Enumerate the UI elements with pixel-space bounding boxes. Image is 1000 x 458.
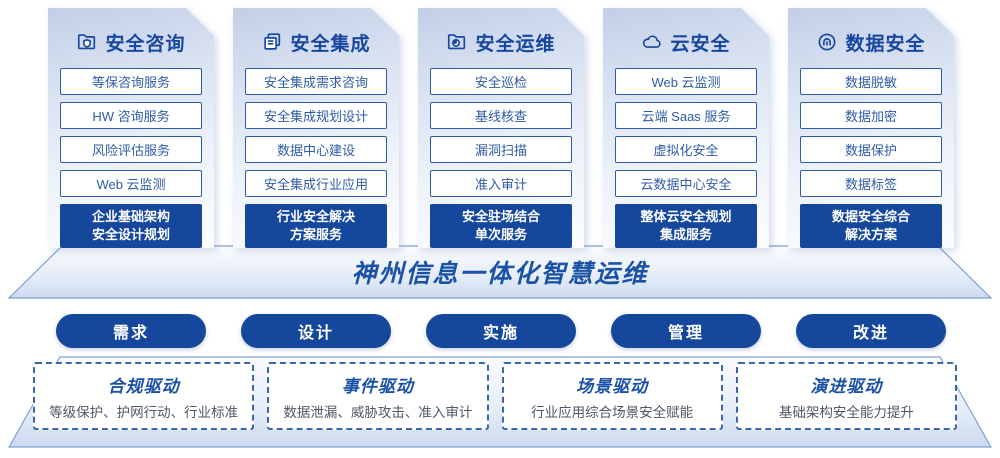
highlight-box: 数据安全综合 解决方案	[800, 204, 942, 248]
highlight-line: 集成服务	[659, 227, 712, 242]
card-security-operations: 安全运维 安全巡检 基线核查 漏洞扫描 准入审计 安全驻场结合 单次服务	[418, 8, 584, 248]
highlight-line: 解决方案	[844, 227, 897, 242]
service-item: 数据加密	[800, 102, 942, 129]
service-item: 云数据中心安全	[615, 170, 757, 197]
driver-incident: 事件驱动 数据泄漏、威胁攻击、准入审计	[267, 362, 489, 430]
service-item: 风险评估服务	[60, 136, 202, 163]
card-title: 安全运维	[475, 33, 556, 55]
card-title: 安全咨询	[105, 33, 186, 55]
service-item: 安全巡检	[430, 68, 572, 95]
service-item: 安全集成需求咨询	[245, 68, 387, 95]
card-title: 云安全	[670, 33, 731, 55]
highlight-line: 行业安全解决	[276, 209, 355, 225]
highlight-box: 行业安全解决 方案服务	[245, 204, 387, 248]
process-pill-design: 设计	[241, 314, 391, 348]
card-header: 数据安全	[788, 27, 954, 57]
folder-monitor-icon	[446, 31, 468, 53]
service-item: 数据标签	[800, 170, 942, 197]
card-header: 安全咨询	[48, 27, 214, 57]
service-item: 数据中心建设	[245, 136, 387, 163]
card-header: 安全集成	[233, 27, 399, 57]
service-item: 准入审计	[430, 170, 572, 197]
service-item: 数据脱敏	[800, 68, 942, 95]
highlight-line: 企业基础架构	[91, 209, 170, 225]
process-pill-requirement: 需求	[56, 314, 206, 348]
service-item: 安全集成规划设计	[245, 102, 387, 129]
cloud-icon	[641, 31, 663, 53]
driver-scenario: 场景驱动 行业应用综合场景安全赋能	[501, 362, 723, 430]
card-header: 安全运维	[418, 27, 584, 57]
driver-evolution: 演进驱动 基础架构安全能力提升	[735, 362, 957, 430]
process-pill-implement: 实施	[426, 314, 576, 348]
service-item: Web 云监测	[615, 68, 757, 95]
highlight-line: 方案服务	[289, 227, 342, 242]
driver-desc: 基础架构安全能力提升	[778, 404, 914, 420]
highlight-line: 单次服务	[474, 227, 527, 242]
card-header: 云安全	[603, 27, 769, 57]
process-pill-improve: 改进	[796, 314, 946, 348]
service-item: 基线核查	[430, 102, 572, 129]
service-item: HW 咨询服务	[60, 102, 202, 129]
driver-compliance: 合规驱动 等级保护、护网行动、行业标准	[33, 362, 255, 430]
card-title: 安全集成	[290, 33, 371, 55]
driver-row: 合规驱动 等级保护、护网行动、行业标准 事件驱动 数据泄漏、威胁攻击、准入审计 …	[33, 362, 957, 430]
service-item: Web 云监测	[60, 170, 202, 197]
driver-desc: 行业应用综合场景安全赋能	[531, 404, 694, 420]
card-title: 数据安全	[845, 33, 926, 55]
platform-banner: 神州信息一体化智慧运维	[0, 247, 1000, 297]
fingerprint-icon	[816, 31, 838, 53]
highlight-line: 整体云安全规划	[640, 209, 732, 225]
card-data-security: 数据安全 数据脱敏 数据加密 数据保护 数据标签 数据安全综合 解决方案	[788, 8, 954, 248]
driver-title: 演进驱动	[810, 376, 883, 396]
folder-shield-icon	[76, 31, 98, 53]
service-item: 数据保护	[800, 136, 942, 163]
driver-desc: 等级保护、护网行动、行业标准	[49, 404, 239, 420]
driver-title: 场景驱动	[576, 376, 649, 396]
highlight-box: 安全驻场结合 单次服务	[430, 204, 572, 248]
document-stack-icon	[261, 31, 283, 53]
service-item: 等保咨询服务	[60, 68, 202, 95]
highlight-box: 企业基础架构 安全设计规划	[60, 204, 202, 248]
highlight-line: 安全驻场结合	[461, 209, 540, 225]
card-cloud-security: 云安全 Web 云监测 云端 Saas 服务 虚拟化安全 云数据中心安全 整体云…	[603, 8, 769, 248]
service-item: 虚拟化安全	[615, 136, 757, 163]
card-security-integration: 安全集成 安全集成需求咨询 安全集成规划设计 数据中心建设 安全集成行业应用 行…	[233, 8, 399, 248]
process-pill-manage: 管理	[611, 314, 761, 348]
banner-title: 神州信息一体化智慧运维	[351, 260, 649, 288]
highlight-line: 安全设计规划	[91, 227, 170, 242]
driver-title: 合规驱动	[107, 376, 180, 396]
driver-title: 事件驱动	[341, 376, 414, 396]
driver-desc: 数据泄漏、威胁攻击、准入审计	[283, 404, 473, 420]
service-item: 漏洞扫描	[430, 136, 572, 163]
service-item: 云端 Saas 服务	[615, 102, 757, 129]
service-item: 安全集成行业应用	[245, 170, 387, 197]
highlight-box: 整体云安全规划 集成服务	[615, 204, 757, 248]
card-security-consulting: 安全咨询 等保咨询服务 HW 咨询服务 风险评估服务 Web 云监测 企业基础架…	[48, 8, 214, 248]
highlight-line: 数据安全综合	[831, 209, 910, 225]
